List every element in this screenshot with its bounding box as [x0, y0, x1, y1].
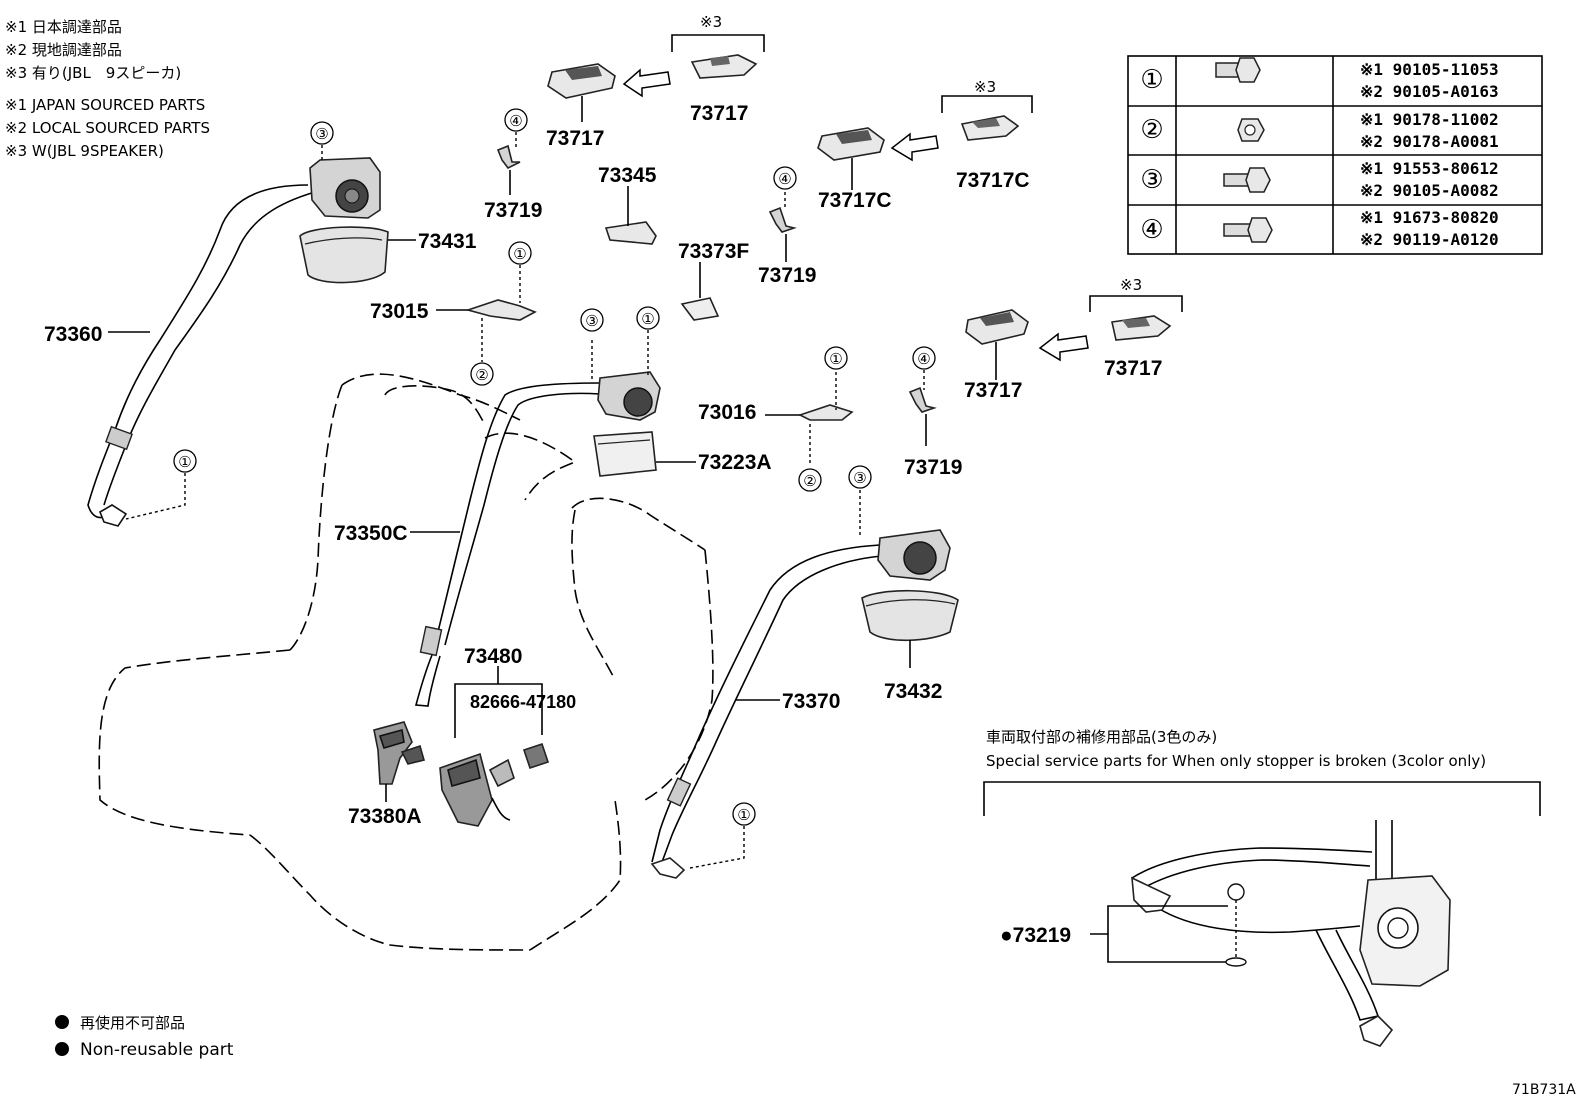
table-row3-p1: ※1 91553-80612 — [1360, 159, 1499, 178]
fastener-table: ① ※1 90105-11053 ※2 90105-A0163 ② ※1 901… — [1127, 55, 1543, 255]
label-73719-c: 73719 — [904, 456, 962, 479]
switch-73717-main — [547, 63, 616, 122]
bracket-73717-a — [622, 34, 765, 98]
label-73345: 73345 — [598, 164, 657, 187]
bolt-flange-icon — [1215, 57, 1261, 83]
label-73370: 73370 — [782, 690, 840, 713]
label-73719-a: 73719 — [484, 199, 542, 222]
table-row4-p2: ※2 90119-A0120 — [1360, 230, 1499, 249]
marker-3-left: ③ — [315, 125, 328, 143]
note-jp-1: ※1 日本調達部品 — [5, 18, 122, 36]
circle-markers: ③ ④ ① ② ③ ① ① ④ ① ② ④ ③ ① — [173, 108, 936, 826]
label-73717c-bracket: 73717C — [956, 169, 1030, 192]
bullet-icon — [55, 1042, 69, 1056]
retractor-center — [591, 330, 661, 421]
nut-icon — [1237, 118, 1265, 142]
table-row2-num: ② — [1140, 115, 1163, 145]
label-73719-b: 73719 — [758, 264, 816, 287]
special-parts-bracket — [983, 781, 1541, 816]
special-parts-en: Special service parts for When only stop… — [986, 752, 1486, 770]
label-73015: 73015 — [370, 300, 429, 323]
label-73223a: 73223A — [698, 451, 772, 474]
table-row4-p1: ※1 91673-80820 — [1360, 208, 1499, 227]
diagram-id: 71B731A — [1512, 1082, 1576, 1098]
label-73480: 73480 — [464, 645, 522, 668]
cap-73373f — [680, 262, 720, 321]
label-73360: 73360 — [44, 323, 102, 346]
marker-1-c: ① — [178, 453, 191, 471]
label-73016: 73016 — [698, 401, 756, 424]
bracket-73016 — [765, 372, 854, 466]
bullet-icon — [55, 1015, 69, 1029]
marker-1-d: ① — [829, 350, 842, 368]
label-73373f: 73373F — [678, 240, 749, 263]
buckle-73380a — [373, 721, 425, 802]
bolt-icon — [1223, 167, 1271, 193]
label-73717-right-bracket: 73717 — [1104, 357, 1162, 380]
note-en-3: ※3 W(JBL 9SPEAKER) — [5, 142, 164, 160]
marker-4-a: ④ — [509, 112, 522, 130]
marker-1-a: ① — [513, 245, 526, 263]
bracket-73717c — [890, 95, 1033, 162]
note-en-2: ※2 LOCAL SOURCED PARTS — [5, 119, 210, 137]
legend-jp: 再使用不可部品 — [80, 1014, 185, 1032]
label-73717-bracket: 73717 — [690, 102, 748, 125]
mark-3-a: ※3 — [700, 13, 722, 31]
table-row3-num: ③ — [1140, 165, 1163, 195]
cover-73223a — [593, 431, 696, 477]
retractor-right — [859, 490, 951, 581]
table-row2-p2: ※2 90178-A0081 — [1360, 132, 1499, 151]
cover-73345 — [604, 186, 657, 245]
marker-1-b: ① — [641, 310, 654, 328]
label-73380a: 73380A — [348, 805, 422, 828]
note-jp-3: ※3 有り(JBL 9スピーカ) — [5, 64, 181, 82]
label-73431: 73431 — [418, 230, 477, 253]
table-row1-p2: ※2 90105-A0163 — [1360, 82, 1499, 101]
mark-3-c: ※3 — [1120, 276, 1142, 294]
label-73717-right: 73717 — [964, 379, 1022, 402]
marker-1-e: ① — [737, 806, 750, 824]
special-parts-jp: 車両取付部の補修用部品(3色のみ) — [986, 728, 1217, 746]
retractor-left — [309, 157, 381, 219]
table-row4-num: ④ — [1140, 215, 1163, 245]
label-82666: 82666-47180 — [470, 692, 576, 712]
trim-73719-c — [908, 370, 937, 446]
marker-2-b: ② — [803, 472, 816, 490]
cover-73431 — [299, 226, 416, 284]
note-en-1: ※1 JAPAN SOURCED PARTS — [5, 96, 205, 114]
label-73350c: 73350C — [334, 522, 408, 545]
label-73717c-main: 73717C — [818, 189, 892, 212]
bracket-73717-b — [1038, 295, 1183, 362]
marker-4-c: ④ — [917, 350, 930, 368]
cover-73432 — [861, 589, 959, 668]
table-row1-p1: ※1 90105-11053 — [1360, 60, 1499, 79]
switch-73717c — [817, 127, 885, 190]
trim-73719-a — [496, 132, 521, 195]
legend: 再使用不可部品 Non-reusable part — [55, 1014, 234, 1060]
seat-outline — [98, 373, 714, 951]
label-73219: ●73219 — [1000, 924, 1071, 947]
marker-4-b: ④ — [778, 170, 791, 188]
table-row2-p1: ※1 90178-11002 — [1360, 110, 1499, 129]
switch-73717-right — [965, 309, 1029, 380]
bolt-long-icon — [1223, 217, 1273, 243]
label-73432: 73432 — [884, 680, 942, 703]
bracket-73015 — [436, 265, 537, 362]
legend-en: Non-reusable part — [80, 1040, 234, 1060]
buckle-73480 — [439, 666, 550, 827]
mark-3-b: ※3 — [974, 78, 996, 96]
seat-belt-73370 — [650, 544, 883, 879]
seat-belt-73350c — [410, 382, 601, 707]
note-jp-2: ※2 現地調達部品 — [5, 41, 122, 59]
trim-73719-b — [768, 192, 797, 262]
marker-2-a: ② — [475, 366, 488, 384]
marker-3-center: ③ — [585, 312, 598, 330]
table-row1-num: ① — [1140, 65, 1163, 95]
seat-belt-73360 — [87, 184, 323, 527]
marker-3-right: ③ — [853, 469, 866, 487]
table-row3-p2: ※2 90105-A0082 — [1360, 181, 1499, 200]
label-73717-main: 73717 — [546, 127, 604, 150]
stopper-detail — [1090, 820, 1451, 1047]
